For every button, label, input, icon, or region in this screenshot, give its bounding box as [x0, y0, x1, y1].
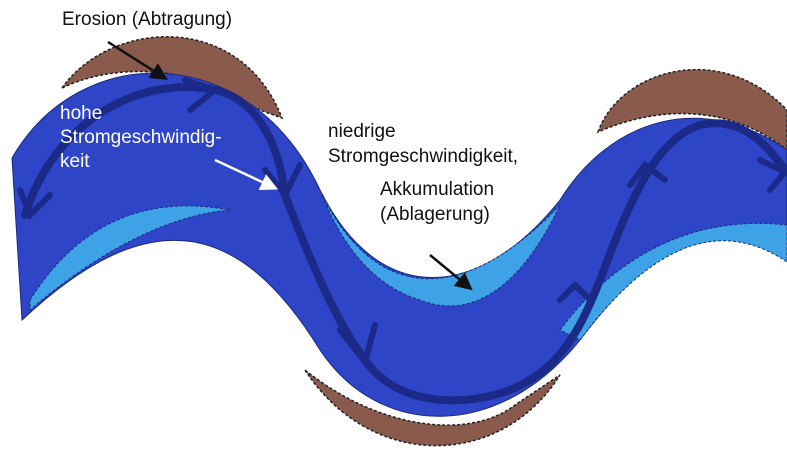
high-velocity-label-line3: keit — [60, 150, 90, 174]
accumulation-label-line1: Akkumulation — [380, 178, 494, 202]
low-velocity-label-line1: niedrige — [328, 120, 396, 144]
erosion-label: Erosion (Abtragung) — [62, 8, 232, 32]
accumulation-label-line2: (Ablagerung) — [380, 203, 490, 227]
high-velocity-label-line2: Stromgeschwindig- — [60, 126, 222, 150]
low-velocity-label-line2: Stromgeschwindigkeit, — [328, 145, 518, 169]
high-velocity-label-line1: hohe — [60, 102, 102, 126]
